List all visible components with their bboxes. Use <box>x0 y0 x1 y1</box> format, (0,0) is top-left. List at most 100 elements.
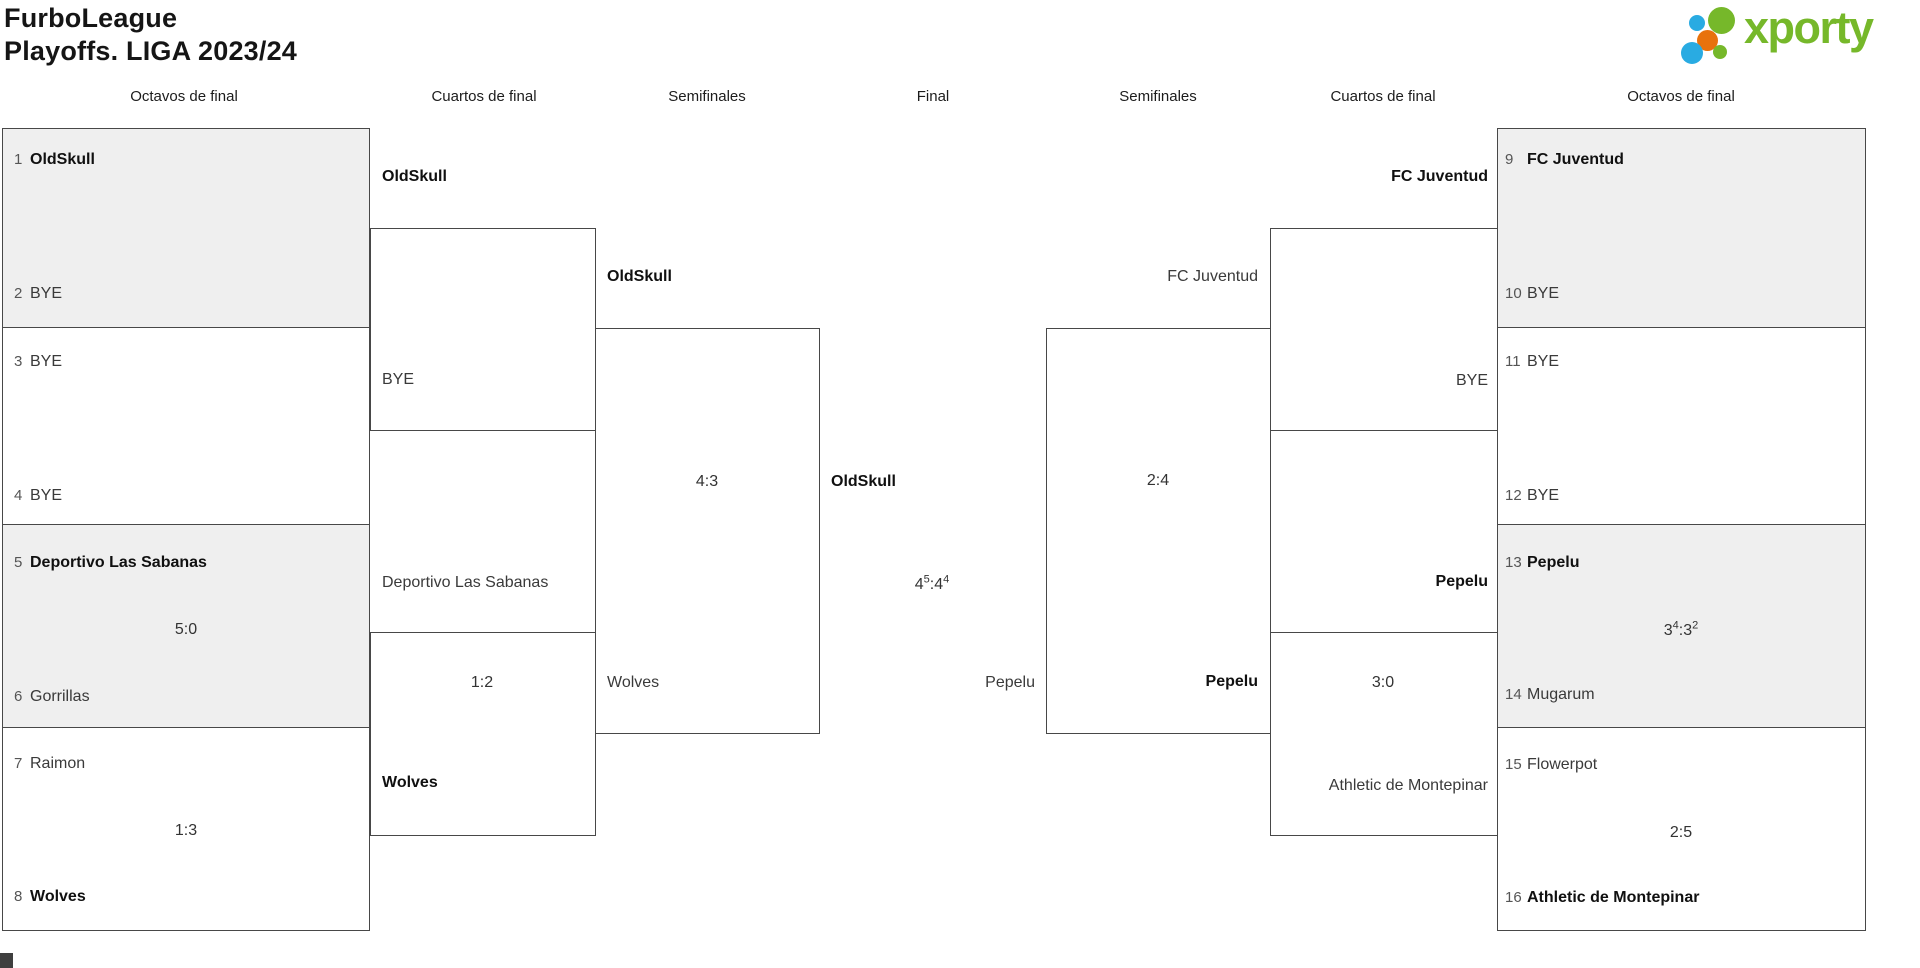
partial-box-bottom-left <box>0 953 13 968</box>
seed-number: 8 <box>14 888 23 905</box>
seed-number: 9 <box>1505 151 1514 168</box>
team-name: BYE <box>382 371 415 388</box>
team-row: 9 FC Juventud <box>1505 149 1624 171</box>
score-separator: : <box>1678 622 1684 639</box>
xporty-logo: xporty <box>1670 0 1920 72</box>
round-header-final: Final <box>916 88 950 105</box>
round-header-cuartos-right: Cuartos de final <box>1330 88 1436 105</box>
match-box-r16-left-1 <box>2 128 370 328</box>
match-box-r16-right-1 <box>1497 128 1866 328</box>
match-box-qf-left-1 <box>370 228 596 431</box>
team-name: Deportivo Las Sabanas <box>382 574 549 591</box>
team-name: Pepelu <box>985 674 1035 691</box>
team-name: FC Juventud <box>1167 268 1258 285</box>
score-goals-1: 4 <box>914 576 924 593</box>
logo-dot-green-large <box>1708 7 1735 34</box>
score-pens-2: 4 <box>943 573 950 586</box>
round-header-semis-left: Semifinales <box>668 88 746 105</box>
team-row: 2 BYE <box>14 283 62 305</box>
seed-number: 1 <box>14 151 23 168</box>
match-box-sf-left <box>595 328 820 734</box>
team-name: FC Juventud <box>1527 151 1624 168</box>
team-row: 11 BYE <box>1505 351 1559 373</box>
team-name: Wolves <box>607 674 660 691</box>
team-row: 5 Deportivo Las Sabanas <box>14 552 207 574</box>
round-header-cuartos-left: Cuartos de final <box>431 88 537 105</box>
match-box-r16-right-2 <box>1497 327 1866 525</box>
match-box-r16-left-3 <box>2 524 370 728</box>
team-name: Mugarum <box>1527 686 1595 703</box>
logo-dot-orange <box>1697 30 1718 51</box>
team-name: BYE <box>1527 285 1560 302</box>
seed-number: 2 <box>14 285 23 302</box>
logo-dot-blue-large <box>1681 42 1703 64</box>
team-name: Deportivo Las Sabanas <box>30 554 207 571</box>
score-pens-1: 5 <box>923 573 930 586</box>
team-row: 10 BYE <box>1505 283 1559 305</box>
match-score: 5:0 <box>174 621 198 638</box>
match-box-r16-left-2 <box>2 327 370 525</box>
score-goals-1: 3 <box>1663 622 1673 639</box>
team-name: Pepelu <box>1435 573 1488 590</box>
competition-name: Playoffs. LIGA 2023/24 <box>4 36 298 66</box>
match-box-r16-right-3 <box>1497 524 1866 728</box>
team-name: FC Juventud <box>1391 168 1488 185</box>
team-row: 3 BYE <box>14 351 62 373</box>
team-row: 13 Pepelu <box>1505 552 1579 574</box>
match-score: 2:4 <box>1146 472 1170 489</box>
team-name: Pepelu <box>1527 554 1580 571</box>
team-row: 12 BYE <box>1505 485 1559 507</box>
match-box-r16-left-4 <box>2 727 370 931</box>
team-name: Pepelu <box>1205 673 1258 690</box>
seed-number: 10 <box>1505 285 1522 302</box>
team-name: OldSkull <box>607 268 672 285</box>
seed-number: 4 <box>14 487 23 504</box>
seed-number: 3 <box>14 353 23 370</box>
score-separator: : <box>929 576 935 593</box>
team-name: Gorrillas <box>30 688 90 705</box>
score-goals-2: 3 <box>1683 622 1693 639</box>
match-box-qf-left-2 <box>370 632 596 836</box>
team-name: Wolves <box>30 888 86 905</box>
team-name: OldSkull <box>831 473 896 490</box>
team-name: BYE <box>1527 487 1560 504</box>
league-name: FurboLeague <box>4 3 178 33</box>
team-row: 8 Wolves <box>14 886 86 908</box>
match-score: 1:3 <box>174 822 198 839</box>
team-name: Athletic de Montepinar <box>1527 889 1700 906</box>
seed-number: 13 <box>1505 554 1522 571</box>
seed-number: 5 <box>14 554 23 571</box>
seed-number: 11 <box>1505 353 1521 370</box>
round-header-octavos-right: Octavos de final <box>1627 88 1735 105</box>
score-pens-1: 4 <box>1672 619 1679 632</box>
team-name: BYE <box>30 353 63 370</box>
match-score: 4:3 <box>695 473 719 490</box>
match-score: 1:2 <box>470 674 494 691</box>
round-header-octavos-left: Octavos de final <box>130 88 238 105</box>
match-score: 2:5 <box>1669 824 1693 841</box>
match-box-qf-right-1 <box>1270 228 1498 431</box>
score-pens-2: 2 <box>1692 619 1699 632</box>
match-box-r16-right-4 <box>1497 727 1866 931</box>
seed-number: 7 <box>14 755 23 772</box>
xporty-wordmark: xporty <box>1744 2 1874 53</box>
team-name: BYE <box>1527 353 1560 370</box>
seed-number: 6 <box>14 688 23 705</box>
logo-dot-green-small <box>1713 45 1727 59</box>
team-name: Flowerpot <box>1527 756 1598 773</box>
team-row: 14 Mugarum <box>1505 684 1595 706</box>
team-name: OldSkull <box>382 168 447 185</box>
match-box-qf-right-2 <box>1270 632 1498 836</box>
team-name: BYE <box>1455 372 1488 389</box>
team-name: Athletic de Montepinar <box>1328 777 1488 794</box>
team-name: BYE <box>30 285 63 302</box>
score-goals-2: 4 <box>934 576 944 593</box>
team-name: Raimon <box>30 755 86 772</box>
seed-number: 12 <box>1505 487 1522 504</box>
match-score: 3:0 <box>1371 674 1395 691</box>
seed-number: 14 <box>1505 686 1522 703</box>
